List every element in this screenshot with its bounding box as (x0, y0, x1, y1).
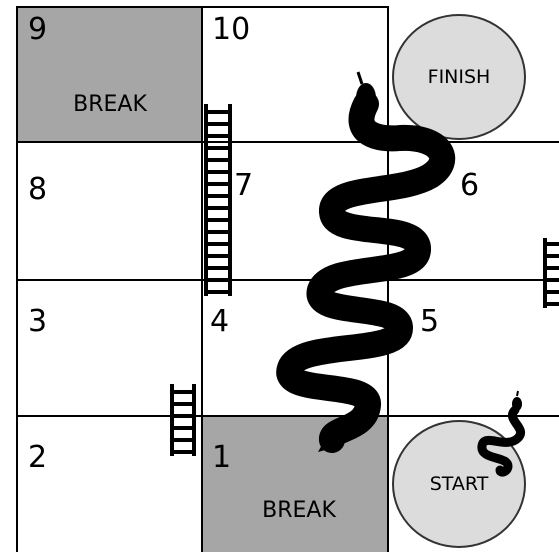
snake-icon[interactable] (482, 391, 522, 472)
ladder-icon[interactable] (206, 104, 230, 296)
snake-icon[interactable] (289, 72, 442, 452)
ladder-icon[interactable] (172, 384, 194, 456)
ladder-icon[interactable] (545, 238, 559, 308)
